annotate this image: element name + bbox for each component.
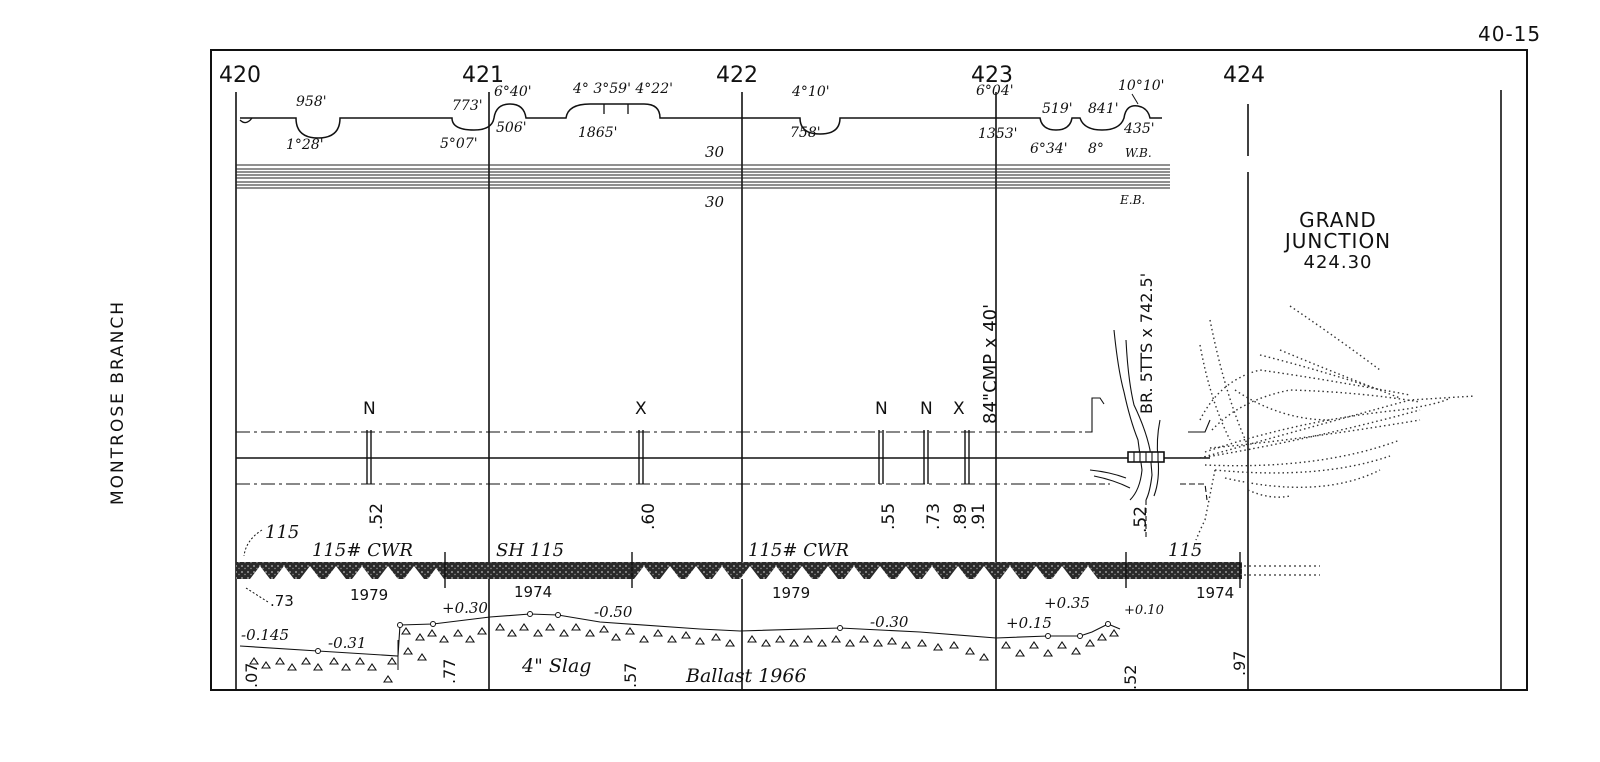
yard-tracks: [1195, 305, 1476, 541]
rail-triangles: [250, 566, 1098, 579]
structure-milepost: .55: [879, 503, 899, 530]
curve-degree-label: 6°40': [494, 84, 532, 100]
station-milepost: 424.30: [1303, 252, 1373, 273]
structure-milepost: .73: [924, 503, 944, 530]
rail-weight-label: 115# CWR: [312, 540, 413, 561]
rail-year-label: 1974: [1196, 584, 1234, 602]
curve-length-label: 1353': [978, 126, 1017, 142]
grade-label: +0.15: [1006, 614, 1052, 632]
structure-mark: N: [363, 399, 376, 419]
speed-wb-label: W.B.: [1125, 146, 1152, 160]
rail-year-label: 1979: [350, 586, 388, 604]
culvert-label: 84"CMP x 40': [980, 304, 1001, 424]
rail-start-label: 115: [265, 522, 299, 543]
sheet-number: 40-15: [1478, 22, 1542, 46]
curve-length-label: 773': [452, 98, 483, 114]
milepost-label: 424: [1223, 63, 1265, 88]
curve-degree-label: 1°28': [286, 137, 324, 153]
curve-length-label: 958': [296, 94, 327, 110]
ballast-symbols: [248, 623, 1120, 683]
station-label: GRAND JUNCTION 424.30: [1258, 208, 1418, 274]
grade-points: [315, 611, 1111, 654]
curve-leader: [1131, 93, 1139, 105]
structure-milepost: .91: [969, 503, 989, 530]
curve-length-label: 841': [1088, 101, 1119, 117]
rail-start-leader: [243, 529, 263, 557]
speed-wb-value: 30: [705, 143, 725, 161]
ballast-label: Ballast 1966: [685, 665, 807, 687]
profile-milepost: .97: [1230, 651, 1249, 676]
curve-length-label: 1865': [578, 125, 617, 141]
rail-year-label: 1974: [514, 583, 552, 601]
rail-extension: [1244, 565, 1320, 576]
structure-mark: N: [875, 399, 888, 419]
curve-start-mark: [239, 117, 253, 124]
right-of-way-jog: [1085, 397, 1211, 433]
milepost-label: 420: [219, 63, 261, 88]
structure-mark: X: [953, 399, 965, 419]
bridge-milepost: .52: [1131, 506, 1151, 533]
curve-degree-label: 10°10': [1118, 78, 1164, 94]
curve-degree-label: 4°10': [791, 84, 830, 100]
curve-degree-label: 8°: [1088, 141, 1104, 157]
grade-label: +0.35: [1044, 594, 1090, 612]
curve-length-label: 519': [1042, 101, 1073, 117]
curve-length-label: 506': [496, 120, 527, 136]
structure-milepost: .60: [639, 503, 659, 530]
speed-eb-label: E.B.: [1119, 193, 1145, 207]
bridge-drawing: [1089, 329, 1165, 540]
grade-label: -0.50: [594, 603, 633, 621]
structure-mark: N: [920, 399, 933, 419]
curve-degree-label: 5°07': [440, 136, 478, 152]
curve-degree-label: 6°34': [1030, 141, 1068, 157]
rail-weight-label: 115: [1168, 540, 1202, 561]
station-name-line1: GRAND: [1299, 208, 1377, 232]
speed-band: [236, 164, 1170, 189]
curve-degree-label: 6°04': [976, 83, 1014, 99]
grade-profile-line: [239, 613, 1121, 657]
speed-eb-value: 30: [705, 193, 725, 211]
branch-label: MONTROSE BRANCH: [108, 299, 128, 505]
curve-alignment-line: [240, 103, 1162, 139]
structure-milepost: .89: [951, 503, 971, 530]
profile-milepost: .57: [621, 663, 640, 688]
bridge-label: BR. 5TTS x 742.5': [1137, 273, 1156, 414]
milepost-label: 423: [971, 63, 1013, 88]
profile-milepost: .77: [440, 659, 459, 684]
rail-weight-label: 115# CWR: [748, 540, 849, 561]
grade-label: -0.30: [870, 613, 909, 631]
milepost-label: 421: [462, 63, 504, 88]
profile-milepost: .07: [242, 663, 261, 688]
structure-mark: X: [635, 399, 647, 419]
rail-weight-label: SH 115: [496, 540, 564, 561]
grade-label: -0.31: [328, 634, 366, 652]
right-of-way-jog: [1090, 483, 1208, 501]
rail-year-label: 1979: [772, 584, 810, 602]
curve-length-label: 758': [790, 125, 821, 141]
milepost-label: 422: [716, 63, 758, 88]
rail-start-milepost: .73: [270, 592, 294, 610]
profile-milepost: .52: [1121, 665, 1140, 690]
grade-label: +0.10: [1124, 603, 1164, 618]
grade-label: +0.30: [442, 599, 488, 617]
curve-length-label: 435': [1123, 121, 1155, 137]
rail-start-mp-leader: [245, 587, 269, 603]
curve-degree-label: 4° 3°59' 4°22': [572, 81, 673, 97]
grade-label: -0.145: [241, 626, 289, 644]
chart-frame: [210, 49, 1528, 691]
ballast-label: 4" Slag: [521, 655, 591, 677]
station-name-line2: JUNCTION: [1284, 229, 1392, 253]
structure-milepost: .52: [367, 503, 387, 530]
